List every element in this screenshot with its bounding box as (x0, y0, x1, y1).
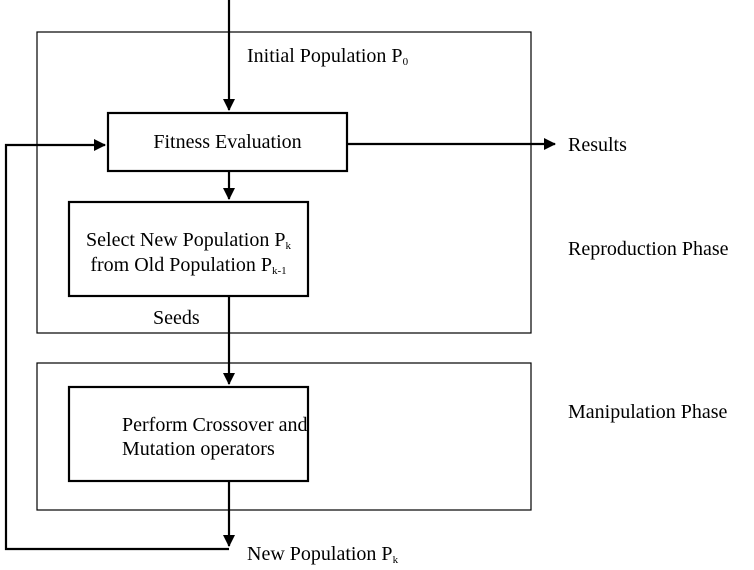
new-population-label: New Population Pk (247, 542, 398, 566)
reproduction-phase-container (36, 31, 532, 334)
new-population-subscript: k (392, 554, 399, 566)
feedback-loop-arrow (4, 139, 229, 551)
crossover-line1-text: Perform Crossover and (122, 414, 308, 436)
crossover-label-line1: Perform Crossover and (122, 413, 308, 437)
select-line2-text: from Old Population P (90, 254, 272, 276)
manipulation-phase-text: Manipulation Phase (568, 401, 728, 423)
crossover-line2-text: Mutation operators (122, 438, 275, 460)
fitness-evaluation-label: Fitness Evaluation (108, 130, 347, 154)
initial-population-text: Initial Population P (247, 45, 403, 67)
seeds-text: Seeds (153, 307, 200, 329)
select-population-label-line2: from Old Population Pk-1 (69, 253, 308, 277)
crossover-label-line2: Mutation operators (122, 437, 275, 461)
crossover-mutation-box (67, 385, 310, 483)
initial-population-label: Initial Population P0 (247, 44, 408, 68)
select-line1-text: Select New Population P (86, 229, 286, 251)
select-population-label-line1: Select New Population Pk (69, 228, 308, 252)
results-text: Results (568, 134, 627, 156)
new-population-text: New Population P (247, 543, 393, 565)
initial-population-subscript: 0 (402, 56, 409, 68)
manipulation-phase-container (36, 362, 532, 511)
select-line1-subscript: k (285, 240, 291, 252)
reproduction-phase-text: Reproduction Phase (568, 238, 729, 260)
reproduction-phase-label: Reproduction Phase (568, 237, 729, 261)
manipulation-phase-label: Manipulation Phase (568, 400, 727, 424)
fitness-evaluation-text: Fitness Evaluation (153, 131, 302, 153)
select-population-box (67, 200, 310, 298)
select-line2-subscript: k-1 (272, 265, 287, 277)
results-label: Results (568, 133, 627, 157)
fitness-evaluation-box (106, 111, 349, 173)
seeds-label: Seeds (153, 306, 200, 330)
